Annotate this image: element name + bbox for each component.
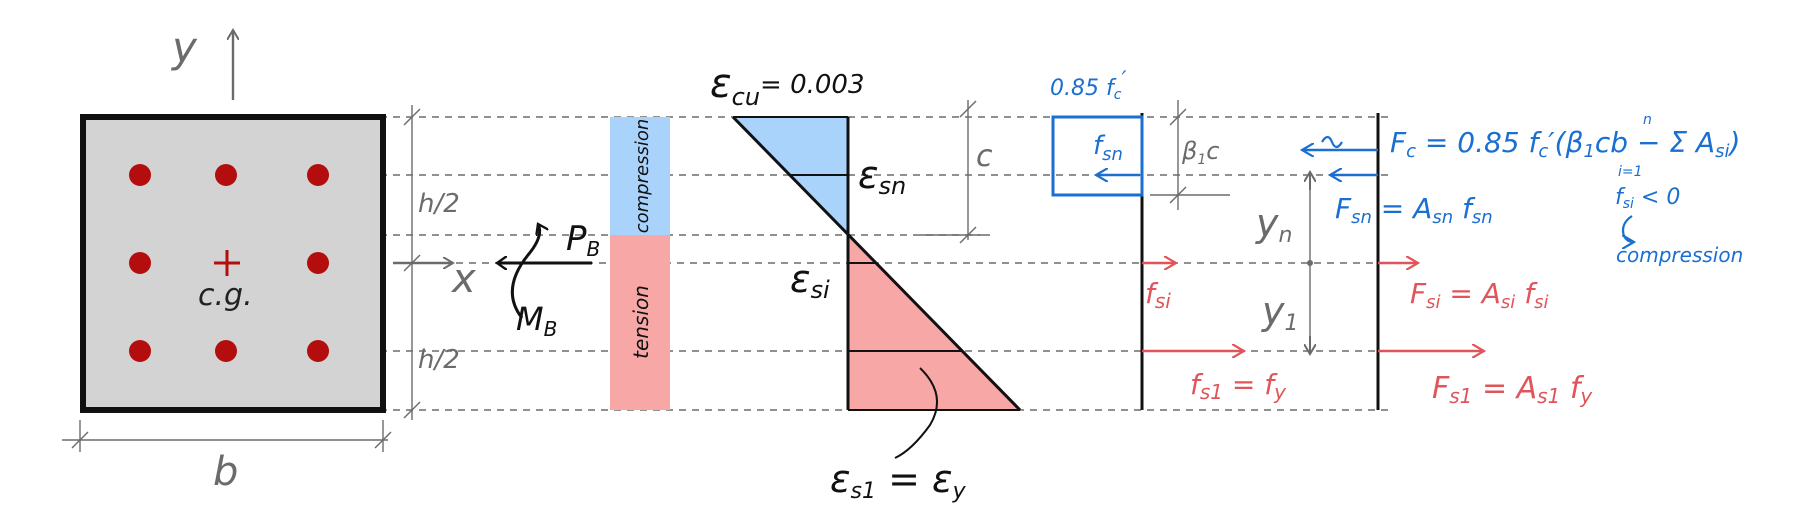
compression-zone: [610, 117, 670, 235]
yn-label: yn: [1255, 201, 1292, 248]
axial-load-label: PB: [566, 219, 600, 261]
beta-c-label: β1c: [1181, 137, 1219, 168]
rebar: [307, 340, 329, 362]
rebar: [215, 164, 237, 186]
fsi-equation: Fsi = Asi fsi: [1410, 277, 1548, 313]
dim-tick: [959, 100, 977, 118]
x-axis-label: x: [450, 256, 476, 302]
block-stress-label: 0.85 fc′: [1050, 68, 1126, 103]
dim-tick: [403, 401, 421, 419]
compression-note: compression: [1616, 243, 1743, 267]
esi-label: εsi: [790, 257, 830, 304]
half-height-top-label: h/2: [418, 189, 460, 219]
cg-label: c.g.: [198, 278, 253, 313]
curved-arrow-icon: [510, 224, 539, 319]
y1-label: y1: [1261, 289, 1299, 336]
ecu-label: εcu= 0.003: [710, 61, 865, 111]
fsi-condition: fsi < 0: [1615, 185, 1680, 212]
moment-label: MB: [516, 300, 557, 341]
fsn-equation: Fsn = Asn fsn: [1335, 192, 1493, 228]
half-height-bottom-label: h/2: [418, 345, 460, 375]
centroid-cross-icon: [214, 250, 240, 276]
es1-leader-line: [894, 367, 938, 459]
strain-profile-line: [731, 115, 1022, 412]
es1-label: εs1 = εy: [830, 457, 967, 504]
sum-lower-limit: i=1: [1618, 164, 1643, 180]
fsi-stress-label: fsi: [1145, 277, 1171, 313]
depth-c-label: c: [976, 139, 993, 174]
dim-tick: [71, 431, 89, 449]
stress-block: [1051, 115, 1144, 197]
tension-zone-label: tension: [629, 285, 653, 359]
rebar: [307, 252, 329, 274]
rebar: [129, 252, 151, 274]
sum-upper-limit: n: [1643, 112, 1652, 128]
rebar: [129, 164, 151, 186]
strain-diagram: εcu= 0.003 εsn εsi εs1 = εy c: [710, 61, 1022, 504]
y-axis-label: y: [170, 23, 198, 72]
compression-zone-label: compression: [632, 119, 653, 234]
fs1-stress-label: fs1 = fy: [1190, 368, 1287, 404]
width-label: b: [213, 449, 238, 495]
dim-tick: [374, 431, 392, 449]
fs1-equation: Fs1 = As1 fy: [1432, 371, 1593, 408]
rebar: [129, 340, 151, 362]
fc-equation: Fc = 0.85 fc′(β1cb − Σ Asi): [1390, 126, 1740, 162]
squiggle: [1321, 135, 1343, 149]
esn-label: εsn: [858, 153, 906, 200]
rebar: [215, 340, 237, 362]
rebar: [307, 164, 329, 186]
force-equations: Fc = 0.85 fc′(β1cb − Σ Asi) n i=1 fsi < …: [1335, 112, 1743, 408]
cross-section: c.g. y x b h/2 h/2 PB MB: [62, 23, 600, 495]
dim-tick: [403, 108, 421, 126]
tension-zone: [610, 235, 670, 410]
fsn-stress-label: fsn: [1093, 131, 1123, 165]
dim-tick: [403, 254, 421, 272]
stress-diagram: 0.85 fc′ fsn β1c fsi fs1 = fy yn y1: [1050, 68, 1484, 410]
stress-zone-bar: compression tension: [610, 117, 670, 410]
centroid-marker: [1307, 260, 1313, 266]
dim-tick: [1169, 108, 1187, 126]
rebar-group: [129, 164, 329, 362]
curved-arrow-icon: [1621, 215, 1634, 242]
